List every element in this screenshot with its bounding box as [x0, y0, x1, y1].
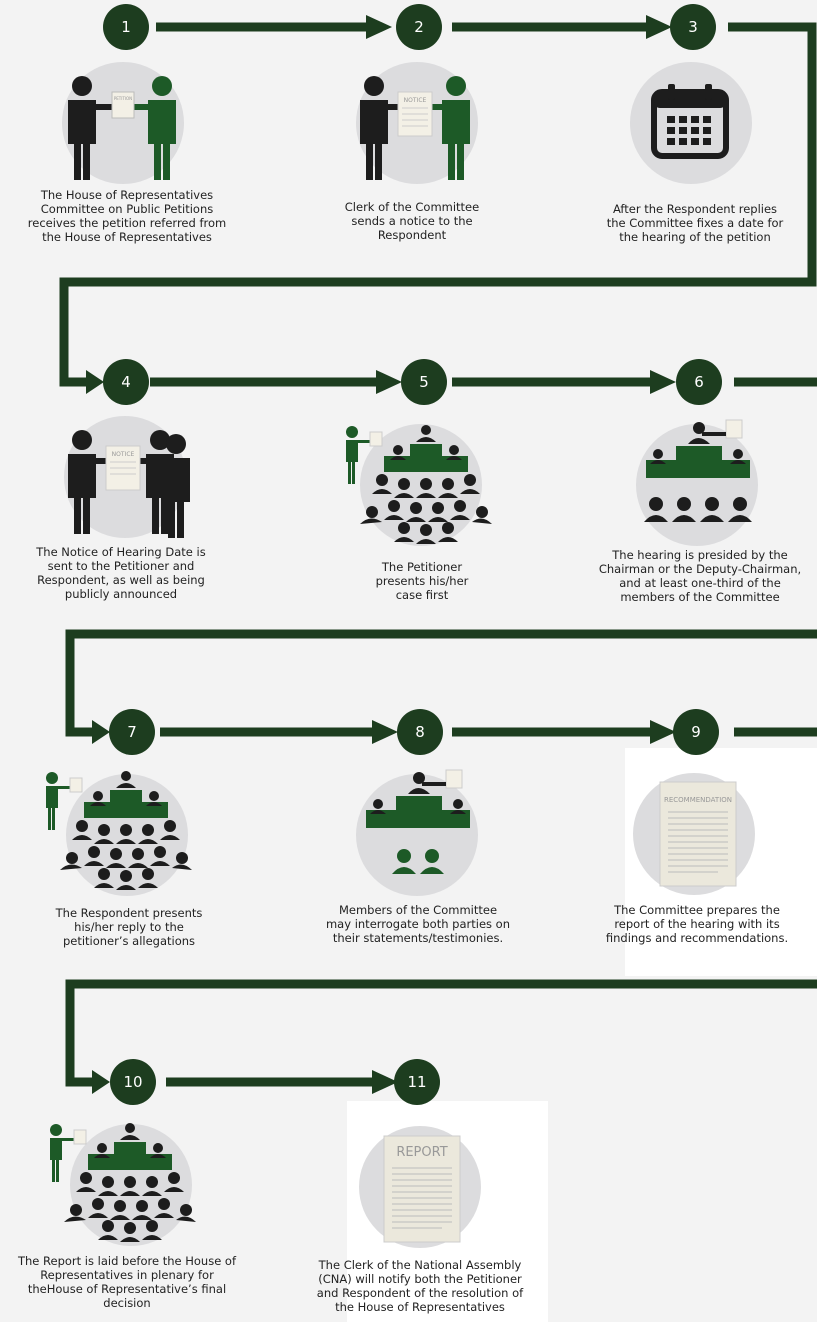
step-4-caption: The Notice of Hearing Date is sent to th… [36, 545, 206, 601]
doc-label: NOTICE [112, 451, 135, 458]
doc-label: PETITION [114, 96, 132, 101]
step-3-badge: 3 [670, 4, 716, 50]
step-7-caption: The Respondent presents his/her reply to… [55, 906, 203, 948]
arrowhead-9 [650, 720, 676, 744]
arrowhead-4 [86, 370, 104, 394]
step-6-circle [636, 424, 758, 546]
step-2-caption: Clerk of the Committee sends a notice to… [344, 200, 480, 242]
hearing-audience-icon [346, 425, 492, 544]
connector-to-7 [65, 629, 817, 737]
step-9-badge: 9 [673, 709, 719, 755]
arrowhead-10 [92, 1070, 110, 1094]
step-6-caption: The hearing is presided by the Chairman … [598, 548, 802, 604]
step-1-caption: The House of Representatives Committee o… [27, 188, 227, 244]
connector-to-10 [65, 979, 817, 1087]
interrogation-icon [366, 769, 470, 874]
step-1-badge: 1 [103, 4, 149, 50]
arrowhead-6 [650, 370, 676, 394]
doc-label: NOTICE [404, 97, 427, 104]
handover-icon: PETITION [68, 76, 176, 180]
step-6-badge: 6 [676, 359, 722, 405]
arrowhead-11 [372, 1070, 398, 1094]
notice-group-icon: NOTICE [68, 430, 190, 538]
committee-presiding-icon [644, 419, 752, 522]
report-document-icon: REPORT [383, 1135, 461, 1243]
arrowhead-8 [372, 720, 398, 744]
step-7-badge: 7 [109, 709, 155, 755]
recommendation-document-icon: RECOMMENDATION [659, 781, 737, 887]
notice-handover-icon: NOTICE [360, 76, 470, 180]
arrowhead-3 [646, 15, 672, 39]
step-10-badge: 10 [110, 1059, 156, 1105]
hearing-audience-icon [46, 771, 192, 890]
step-8-badge: 8 [397, 709, 443, 755]
arrowhead-5 [376, 370, 402, 394]
plenary-icon [50, 1123, 196, 1242]
step-11-badge: 11 [394, 1059, 440, 1105]
arrowhead-7 [92, 720, 110, 744]
step-11-caption: The Clerk of the National Assembly (CNA)… [316, 1258, 524, 1314]
step-5-badge: 5 [401, 359, 447, 405]
arrowhead-2 [366, 15, 392, 39]
step-8-circle [356, 774, 478, 896]
doc-label: RECOMMENDATION [664, 796, 732, 804]
connector-3-4 [59, 22, 817, 387]
step-10-caption: The Report is laid before the House of R… [17, 1254, 237, 1310]
step-5-caption: The Petitioner presents his/her case fir… [375, 560, 469, 602]
step-9-caption: The Committee prepares the report of the… [605, 903, 789, 945]
step-8-caption: Members of the Committee may interrogate… [325, 903, 511, 945]
step-4-badge: 4 [103, 359, 149, 405]
step-3-caption: After the Respondent replies the Committ… [606, 202, 784, 244]
calendar-icon [651, 84, 729, 159]
doc-label: REPORT [396, 1145, 447, 1160]
step-2-badge: 2 [396, 4, 442, 50]
